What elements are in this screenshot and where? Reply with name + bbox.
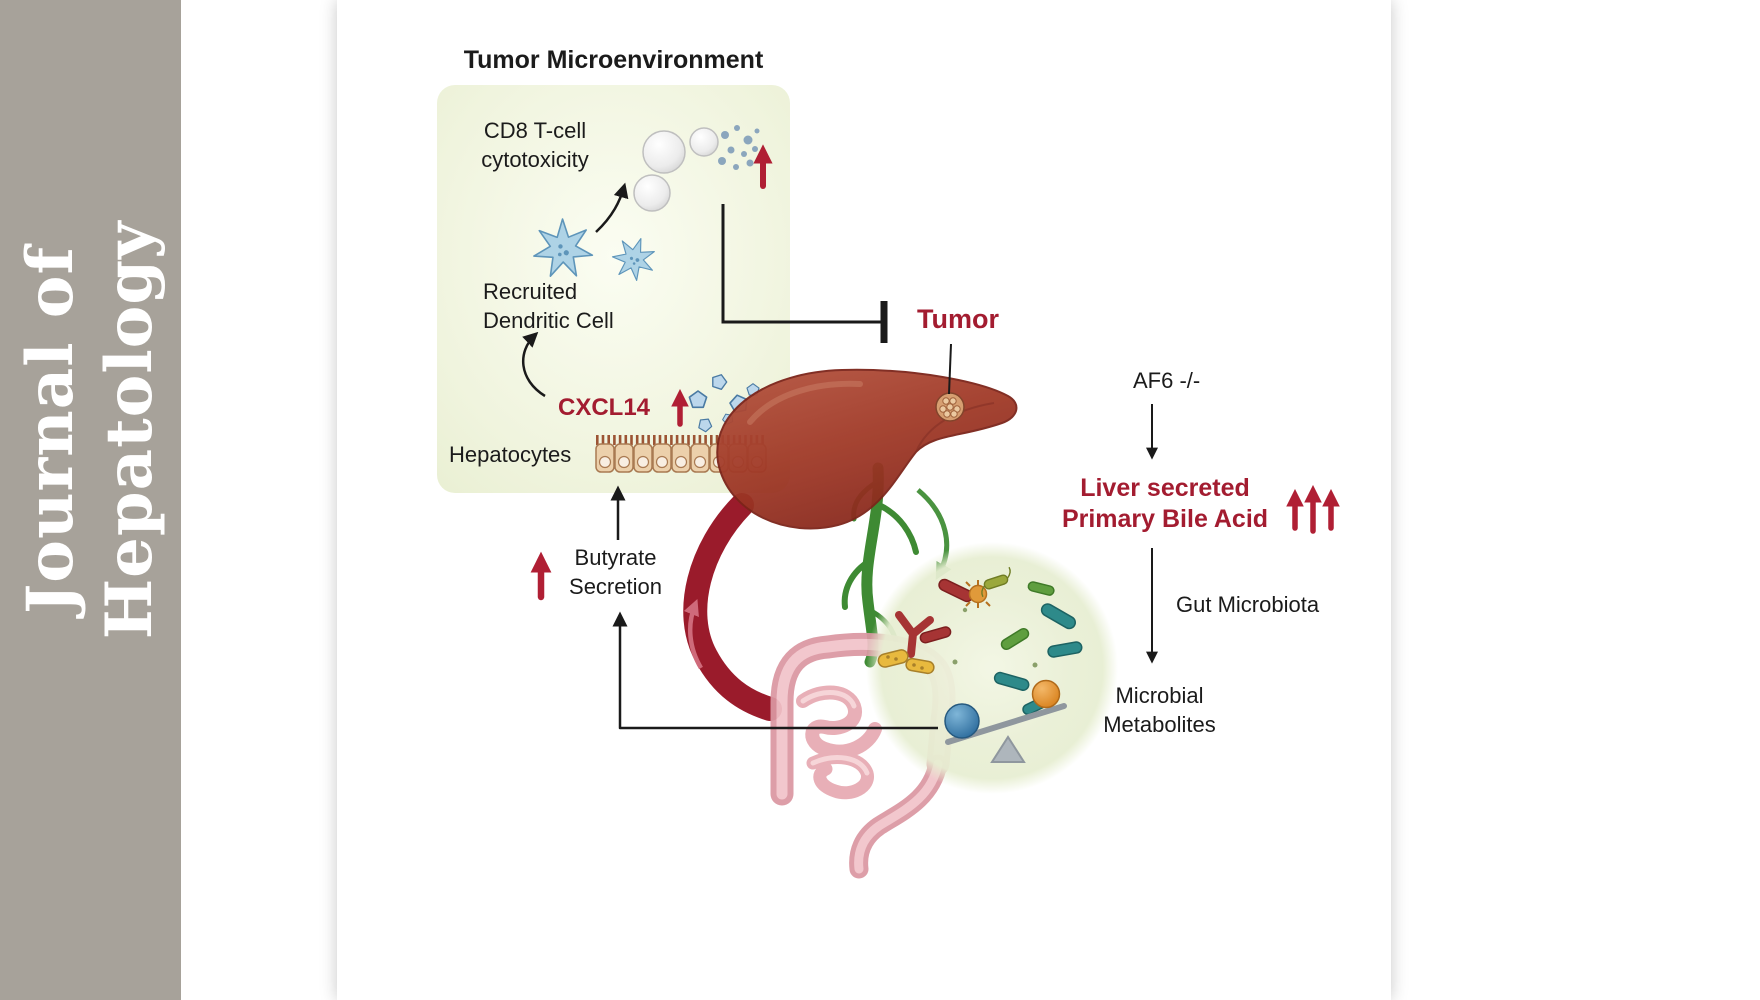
tumor-nodule [935, 392, 965, 422]
cxcl14-label: CXCL14 [558, 394, 651, 421]
gut-to-liver-arrow [683, 598, 703, 670]
microbiota-to-butyrate-arrow [612, 611, 938, 730]
metabolite-balance [944, 679, 1067, 763]
tcell-inhibits-tumor-line [721, 204, 882, 324]
af6-label: AF6 -/- [1133, 368, 1201, 393]
tumor-microenvironment-box [437, 85, 790, 493]
cxcl14-to-dendritic-arrow [522, 331, 546, 398]
portal-vein [683, 493, 782, 721]
figure-title: Tumor Microenvironment [463, 46, 764, 74]
gut-microbiota-circle [866, 542, 1118, 794]
cd8-tcells-illustration [633, 125, 760, 212]
hepatocytes-label: Hepatocytes [449, 442, 572, 467]
connectors [522, 182, 1158, 730]
tumor-label: Tumor [917, 304, 999, 334]
journal-sidebar: Journal of Hepatology [0, 0, 181, 1000]
dendritic-to-tcell-arrow [595, 182, 629, 233]
flagellated-bacterium [981, 566, 1011, 598]
red-up-arrows [530, 144, 1340, 601]
gut-microbiota-label: Gut Microbiota [1176, 592, 1320, 617]
bacteria-illustration [877, 566, 1083, 716]
liver-illustration [716, 368, 1018, 530]
tumor-pointer-line [948, 343, 952, 395]
granule-dots [718, 125, 760, 170]
